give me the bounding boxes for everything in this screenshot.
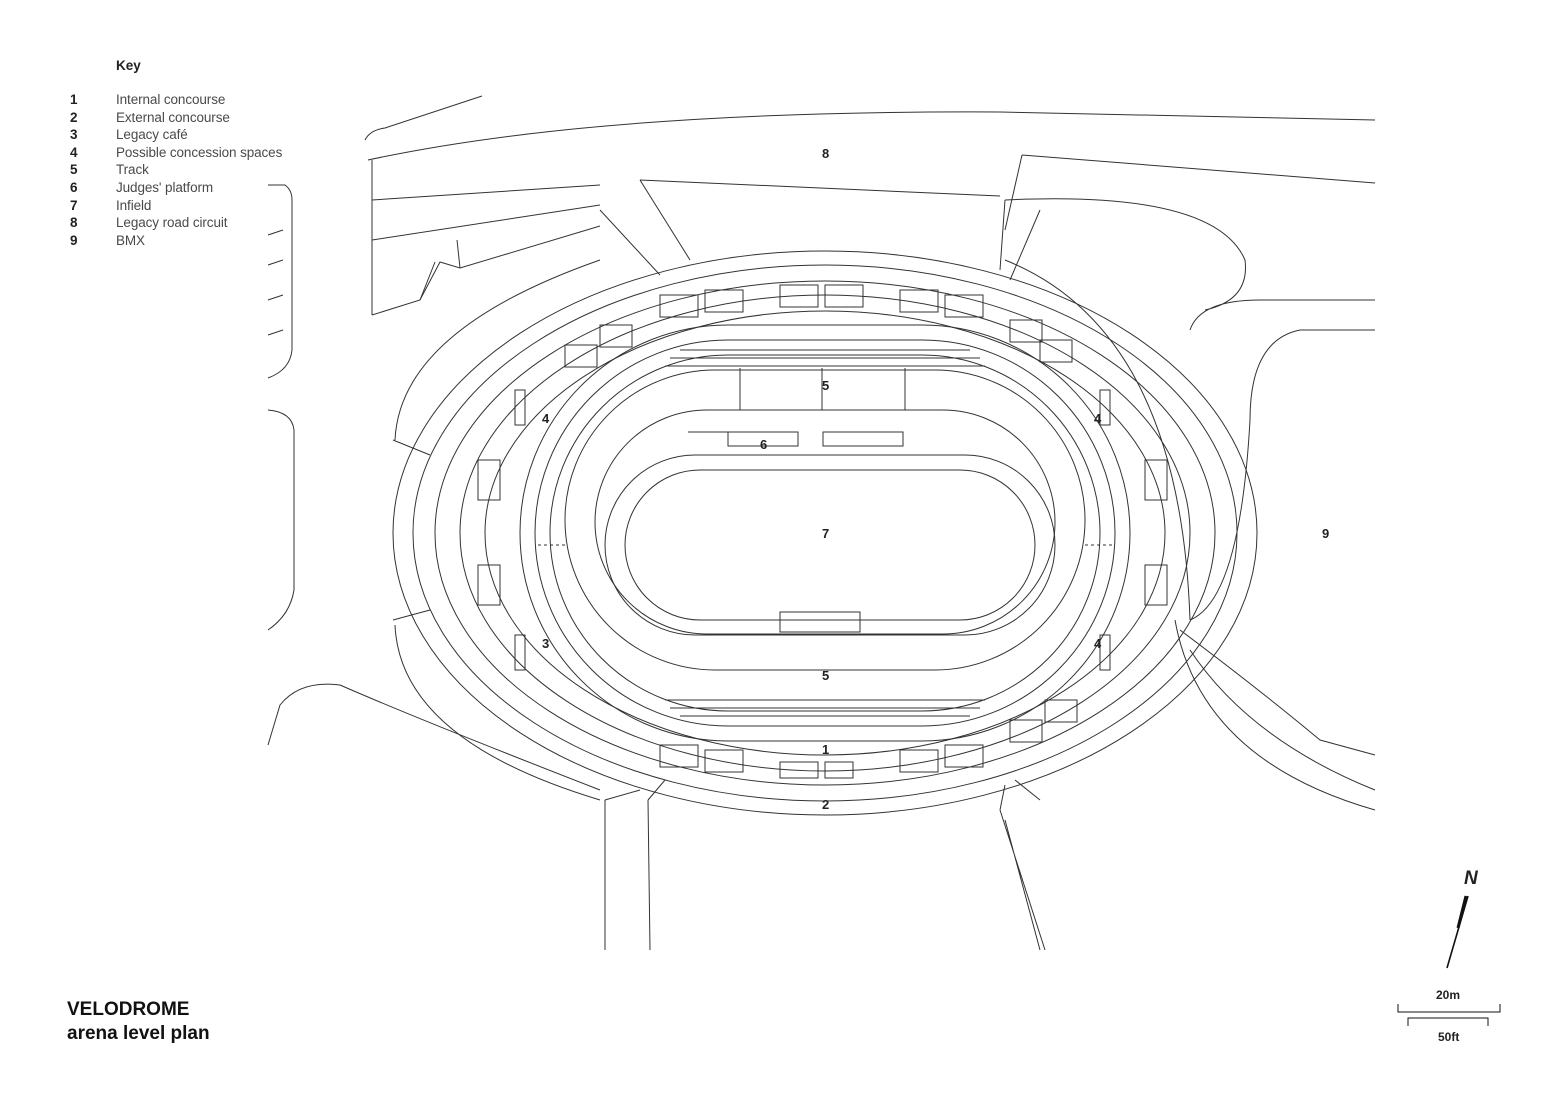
key-item: 9 BMX (70, 233, 282, 251)
infield-inner (624, 469, 1036, 621)
label-judges-platform: 6 (760, 437, 767, 452)
seating-steps-north (665, 349, 985, 410)
plan-title: VELODROME arena level plan (67, 998, 210, 1046)
entrance-w (392, 439, 431, 621)
key-label: BMX (116, 232, 145, 248)
key-number: 1 (70, 92, 78, 107)
internal-concourse-inner (484, 310, 1166, 756)
key-heading: Key (116, 58, 141, 73)
seating-steps-south (665, 699, 985, 717)
key-item: 2 External concourse (70, 110, 282, 128)
key-label: Legacy road circuit (116, 215, 228, 231)
key-number: 6 (70, 179, 78, 195)
key-number: 9 (70, 232, 78, 248)
label-concession-nw: 4 (542, 411, 550, 426)
label-concession-ne: 4 (1094, 411, 1102, 426)
north-arrow-icon (1446, 895, 1469, 969)
scale-bar (1397, 1004, 1501, 1026)
key-label: Judges' platform (116, 179, 214, 195)
judges-platform (727, 431, 799, 447)
key-number: 4 (70, 144, 78, 160)
key-label: Legacy café (116, 127, 188, 143)
external-concourse-inner (434, 280, 1216, 786)
seating-bowl-inner (549, 354, 1101, 712)
key-label: Infield (116, 197, 152, 213)
east-road (1004, 198, 1376, 811)
seating-bowl-outer (519, 324, 1131, 742)
key-number: 5 (70, 162, 78, 178)
entrance-sw (604, 779, 666, 801)
key-item: 8 Legacy road circuit (70, 215, 282, 233)
entrance-se (999, 779, 1041, 811)
key-number: 8 (70, 215, 78, 231)
title-line-1: VELODROME (67, 999, 190, 1020)
key-number: 7 (70, 197, 78, 213)
key-item: 3 Legacy café (70, 127, 282, 145)
west-parking (267, 184, 295, 631)
label-road-circuit: 8 (822, 146, 829, 161)
key-item: 1 Internal concourse (70, 92, 282, 110)
label-internal-concourse: 1 (822, 742, 829, 757)
key-number: 3 (70, 127, 78, 143)
key-item: 4 Possible concession spaces (70, 145, 282, 163)
south-infield-structure (779, 611, 861, 633)
key-item: 7 Infield (70, 198, 282, 216)
key-label: Possible concession spaces (116, 144, 283, 160)
key-number: 2 (70, 109, 78, 125)
entrance-nw (599, 179, 691, 276)
track-outer (564, 369, 1086, 671)
south-roads (267, 683, 1046, 951)
north-label: N (1464, 868, 1478, 889)
scale-metric-label: 20m (1436, 988, 1461, 1002)
key-label: Internal concourse (116, 92, 226, 107)
label-track-north: 5 (822, 378, 829, 393)
road-circuit-outline (364, 95, 1376, 316)
judges-platform-2 (822, 431, 904, 447)
outer-segments (394, 259, 1191, 801)
label-track-south: 5 (822, 668, 829, 683)
seating-bowl-mid (534, 339, 1116, 727)
label-external-concourse: 2 (822, 797, 829, 812)
outer-ring (392, 250, 1258, 816)
label-infield: 7 (822, 526, 829, 541)
infield-outer (604, 454, 1056, 636)
key-label: External concourse (116, 109, 230, 125)
entrance-ne (999, 199, 1041, 281)
scale-imperial-label: 50ft (1438, 1030, 1460, 1044)
key-item: 6 Judges' platform (70, 180, 282, 198)
title-line-2: arena level plan (67, 1023, 210, 1044)
label-legacy-cafe: 3 (542, 636, 549, 651)
key-item: 5 Track (70, 162, 282, 180)
road-circuit-inner (371, 184, 601, 301)
track-inner (594, 409, 1056, 635)
label-bmx: 9 (1322, 526, 1329, 541)
key-label: Track (116, 162, 149, 178)
external-concourse-outer (412, 264, 1238, 802)
label-concession-se: 4 (1094, 636, 1102, 651)
